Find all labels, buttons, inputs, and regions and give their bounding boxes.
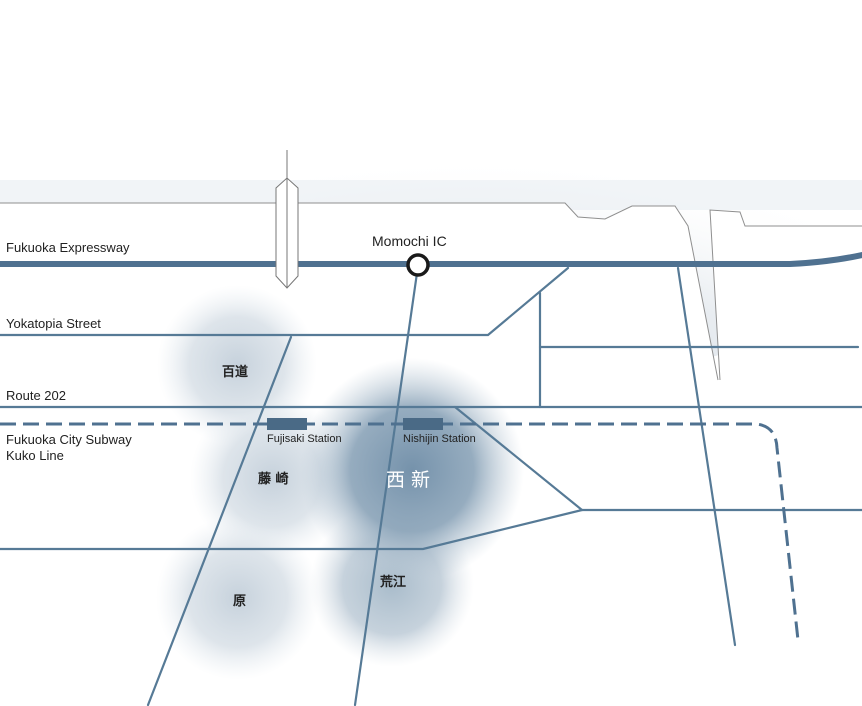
road-network bbox=[0, 264, 862, 706]
area-label-momochi: 百道 bbox=[222, 365, 249, 380]
road-east-diagonal bbox=[676, 266, 737, 647]
route-202-label: Route 202 bbox=[6, 388, 66, 403]
road-south-ew bbox=[0, 508, 862, 551]
area-label-nishijin: 西 新 bbox=[386, 469, 431, 491]
area-blob-hara bbox=[156, 516, 320, 680]
road-diagonal-nishijin bbox=[453, 405, 584, 512]
area-label-arae: 荒江 bbox=[380, 575, 407, 590]
tower-landmark bbox=[275, 150, 299, 289]
fujisaki-station-marker[interactable] bbox=[267, 418, 307, 430]
expressway-label: Fukuoka Expressway bbox=[6, 240, 130, 255]
subway-kuko-line bbox=[0, 422, 800, 641]
nishijin-station-marker[interactable] bbox=[403, 418, 443, 430]
subway-line-label-2: Kuko Line bbox=[6, 448, 64, 463]
area-label-hara: 原 bbox=[233, 594, 247, 609]
road-expressway bbox=[0, 252, 862, 267]
road-yokatopia bbox=[0, 266, 570, 337]
subway-line-label-1: Fukuoka City Subway bbox=[6, 432, 132, 447]
fujisaki-station-label: Fujisaki Station bbox=[267, 433, 342, 445]
momochi-ic-marker[interactable] bbox=[406, 253, 430, 277]
nishijin-station-label: Nishijin Station bbox=[403, 433, 476, 445]
yokatopia-street-label: Yokatopia Street bbox=[6, 316, 101, 331]
area-label-fujisaki: 藤 崎 bbox=[258, 472, 289, 487]
road-west-diagonal bbox=[146, 335, 293, 706]
road-momochi-south bbox=[353, 264, 420, 706]
momochi-ic-label: Momochi IC bbox=[372, 233, 447, 249]
area-blob-nishijin bbox=[300, 358, 524, 582]
